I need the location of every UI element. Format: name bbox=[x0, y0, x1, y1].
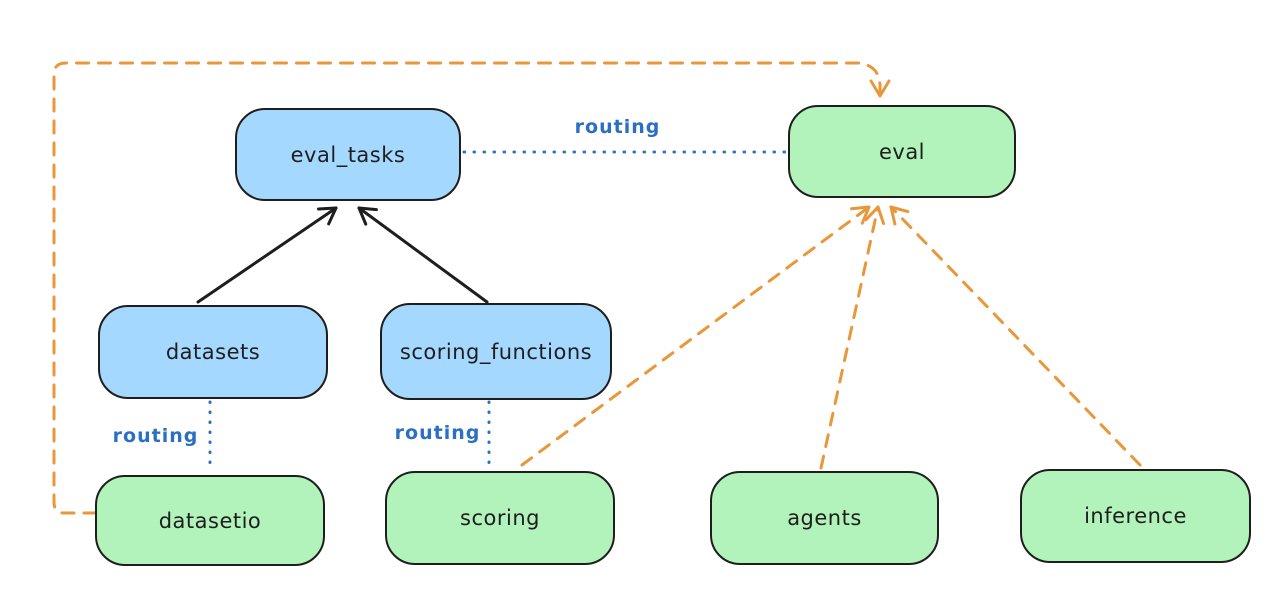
arrow-scoring-functions-to-eval-tasks bbox=[357, 206, 489, 304]
edge-label-routing-datasets-datasetio: routing bbox=[112, 425, 199, 447]
node-scoring-functions-label: scoring_functions bbox=[399, 339, 593, 364]
node-datasetio: datasetio bbox=[95, 475, 325, 566]
node-datasets-label: datasets bbox=[165, 340, 261, 364]
node-inference: inference bbox=[1020, 469, 1251, 563]
edge-label-routing-scoring-functions-scoring: routing bbox=[394, 422, 481, 444]
node-scoring-functions: scoring_functions bbox=[380, 303, 612, 400]
node-eval: eval bbox=[788, 105, 1016, 198]
node-eval-label: eval bbox=[878, 139, 926, 164]
edge-label-routing-eval-tasks-eval: routing bbox=[574, 116, 661, 138]
arrow-inference-to-eval bbox=[889, 205, 1142, 467]
node-agents: agents bbox=[710, 471, 939, 565]
node-eval-tasks: eval_tasks bbox=[235, 108, 461, 201]
node-agents-label: agents bbox=[787, 506, 862, 530]
node-scoring: scoring bbox=[385, 471, 615, 565]
node-eval-tasks-label: eval_tasks bbox=[290, 142, 406, 167]
arrow-agents-to-eval bbox=[819, 205, 886, 470]
node-inference-label: inference bbox=[1084, 504, 1187, 528]
node-scoring-label: scoring bbox=[460, 506, 540, 530]
arrow-datasets-to-eval-tasks bbox=[196, 206, 338, 304]
node-datasets: datasets bbox=[98, 305, 328, 399]
node-datasetio-label: datasetio bbox=[158, 508, 262, 533]
